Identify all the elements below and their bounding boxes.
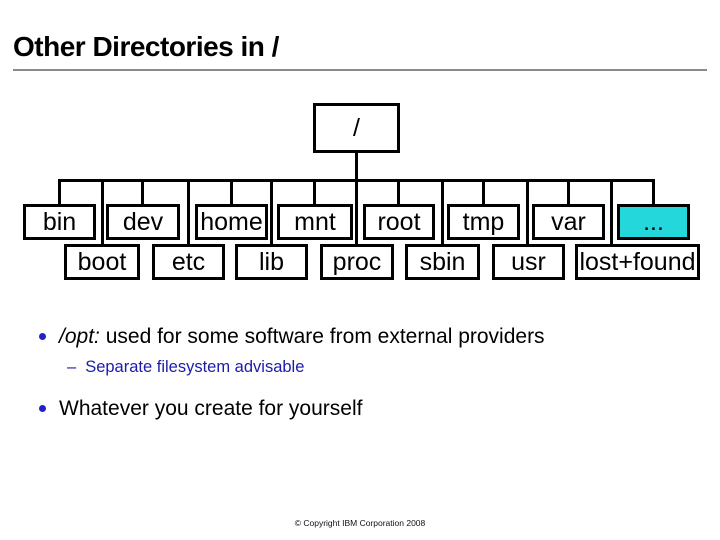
connector-root-vertical: [355, 150, 358, 182]
connector-stub-lostfound: [610, 180, 613, 248]
tree-node-mnt: mnt: [277, 204, 353, 240]
tree-node-bin: bin: [23, 204, 96, 240]
tree-node-usr: usr: [492, 244, 565, 280]
connector-stub-usr: [526, 180, 529, 248]
tree-node-label: lost+found: [579, 247, 696, 276]
tree-node-label: usr: [511, 247, 546, 276]
tree-node-lostfound: lost+found: [575, 244, 700, 280]
tree-node-ellipsis: ...: [617, 204, 690, 240]
tree-node-label: tmp: [462, 207, 505, 236]
tree-node-label: home: [200, 207, 263, 236]
tree-node-tmp: tmp: [447, 204, 520, 240]
tree-node-label: sbin: [419, 247, 466, 276]
opt-rest-text: used for some software from external pro…: [99, 325, 545, 348]
bullet-item-opt: /opt: used for some software from extern…: [36, 325, 545, 349]
tree-node-label: boot: [77, 247, 127, 276]
dash-icon: –: [67, 358, 77, 376]
tree-node-dev: dev: [106, 204, 180, 240]
bullet-item-yourself: Whatever you create for yourself: [36, 397, 362, 421]
sub-bullet-filesystem: – Separate filesystem advisable: [67, 358, 304, 377]
tree-node-home: home: [195, 204, 268, 240]
connector-stub-bin: [58, 180, 61, 207]
connector-stub-mnt: [313, 180, 316, 207]
tree-node-var: var: [532, 204, 605, 240]
connector-stub-sbin: [441, 180, 444, 248]
sub-bullet-text: Separate filesystem advisable: [85, 358, 305, 376]
tree-node-root-slash: /: [313, 103, 400, 153]
bullet-yourself-text: Whatever you create for yourself: [59, 397, 363, 420]
tree-node-label: lib: [258, 247, 284, 276]
tree-node-label: ...: [643, 207, 664, 236]
tree-node-etc: etc: [152, 244, 225, 280]
tree-node-label: root: [377, 207, 421, 236]
tree-node-proc: proc: [320, 244, 394, 280]
tree-node-label: dev: [122, 207, 164, 236]
bullet-dot-icon: [39, 333, 46, 340]
tree-node-sbin: sbin: [405, 244, 480, 280]
connector-stub-root: [397, 180, 400, 207]
tree-node-rootdir: root: [363, 204, 435, 240]
tree-node-label: etc: [171, 247, 206, 276]
copyright-footer: © Copyright IBM Corporation 2008: [294, 518, 426, 528]
connector-stub-tmp: [482, 180, 485, 207]
connector-stub-proc: [355, 180, 358, 248]
bullet-opt-text: /opt: used for some software from extern…: [59, 325, 545, 349]
title-divider: [13, 69, 707, 71]
connector-stub-var: [567, 180, 570, 207]
tree-node-label: mnt: [294, 207, 336, 236]
slide-title: Other Directories in /: [13, 31, 279, 62]
tree-node-boot: boot: [64, 244, 140, 280]
tree-node-label: proc: [332, 247, 382, 276]
connector-stub-dev: [141, 180, 144, 207]
connector-stub-etc: [187, 180, 190, 248]
connector-stub-lib: [270, 180, 273, 248]
opt-path-term: /opt:: [59, 325, 100, 348]
tree-node-label: var: [551, 207, 586, 236]
connector-stub-boot: [101, 180, 104, 248]
connector-stub-ellipsis: [652, 180, 655, 207]
tree-node-label: /: [353, 113, 360, 142]
tree-node-lib: lib: [235, 244, 308, 280]
tree-node-label: bin: [42, 207, 77, 236]
bullet-dot-icon: [39, 405, 46, 412]
connector-stub-home: [230, 180, 233, 207]
